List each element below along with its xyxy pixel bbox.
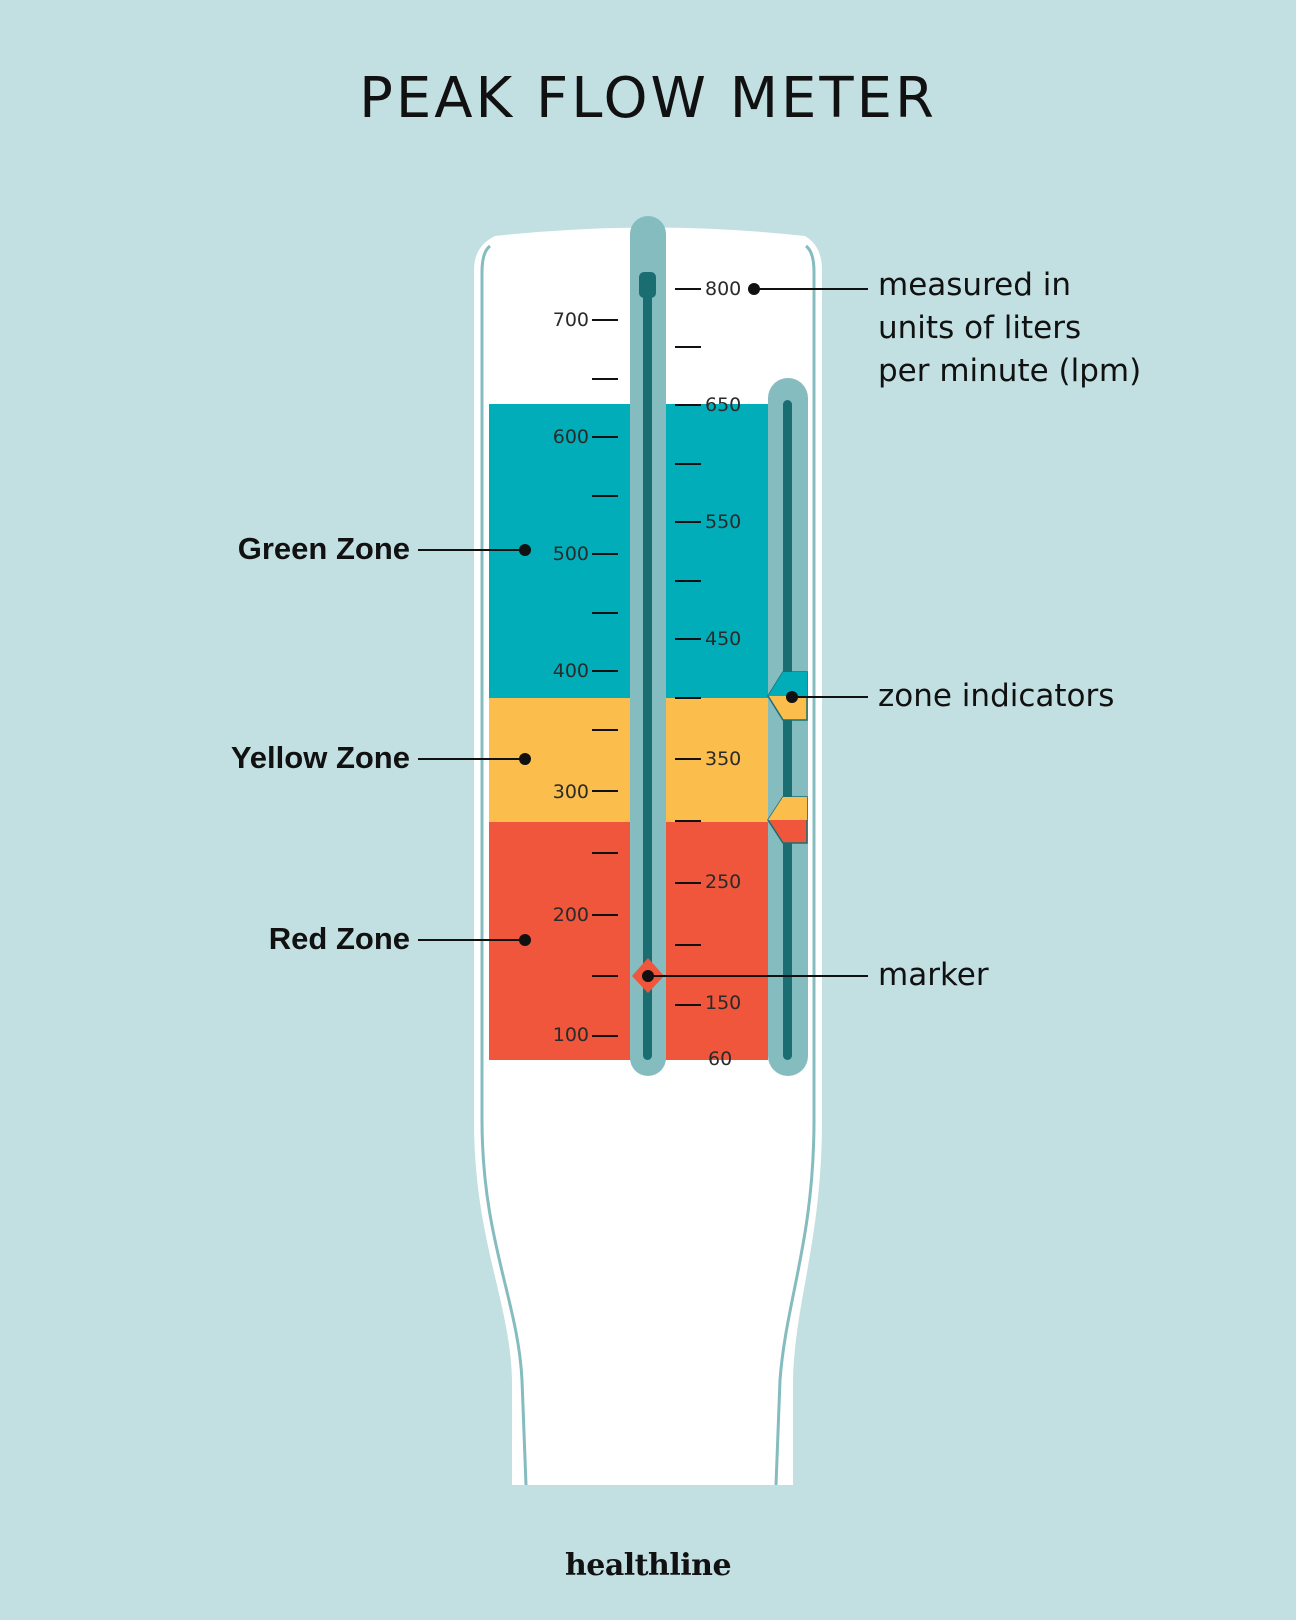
green-zone-band: [489, 404, 768, 698]
scale-ticks: [592, 288, 701, 1037]
units-callout: measured in units of liters per minute (…: [878, 264, 1208, 393]
yellow-zone-band: [489, 698, 768, 822]
marker-callout: marker: [878, 957, 989, 993]
indicator-leader-dot: [786, 691, 798, 703]
scale-label-500: 500: [552, 543, 589, 565]
central-tube-core: [643, 276, 652, 1060]
zone-indicators-callout: zone indicators: [878, 678, 1115, 714]
red-zone-band: [489, 822, 768, 1060]
scale-label-350: 350: [705, 748, 742, 770]
red-zone-dot: [519, 934, 531, 946]
scale-label-300: 300: [552, 781, 589, 803]
units-callout-line-1: measured in: [878, 267, 1071, 303]
meter-body-outline-right: [774, 244, 816, 1486]
scale-label-450: 450: [705, 628, 742, 650]
green-zone-dot: [519, 544, 531, 556]
scale-label-550: 550: [705, 511, 742, 533]
scale-label-200: 200: [552, 904, 589, 926]
scale-label-400: 400: [552, 660, 589, 682]
scale-label-150: 150: [705, 992, 742, 1014]
scale-label-700: 700: [552, 309, 589, 331]
zone-indicator-track-core: [783, 400, 792, 1060]
yellow-zone-label: Yellow Zone: [230, 740, 410, 775]
page-title: PEAK FLOW METER: [359, 66, 937, 131]
scale-label-60: 60: [708, 1048, 733, 1070]
healthline-logo: healthline: [564, 1548, 732, 1583]
yellow-zone-dot: [519, 753, 531, 765]
scale-label-650: 650: [705, 394, 742, 416]
zone-indicator-yellow-cap: [768, 797, 807, 820]
tube-top-cap: [639, 272, 656, 298]
meter-body-outline-left: [480, 244, 528, 1486]
units-callout-line-2: units of liters: [878, 310, 1082, 346]
units-callout-line-3: per minute (lpm): [878, 353, 1142, 389]
units-leader-dot: [748, 283, 760, 295]
scale-label-100: 100: [552, 1024, 589, 1046]
green-zone-label: Green Zone: [237, 531, 410, 566]
scale-label-600: 600: [552, 426, 589, 448]
scale-label-250: 250: [705, 871, 742, 893]
scale-label-800: 800: [705, 278, 742, 300]
zone-indicator-green-cap: [768, 672, 807, 696]
red-zone-label: Red Zone: [268, 921, 410, 956]
